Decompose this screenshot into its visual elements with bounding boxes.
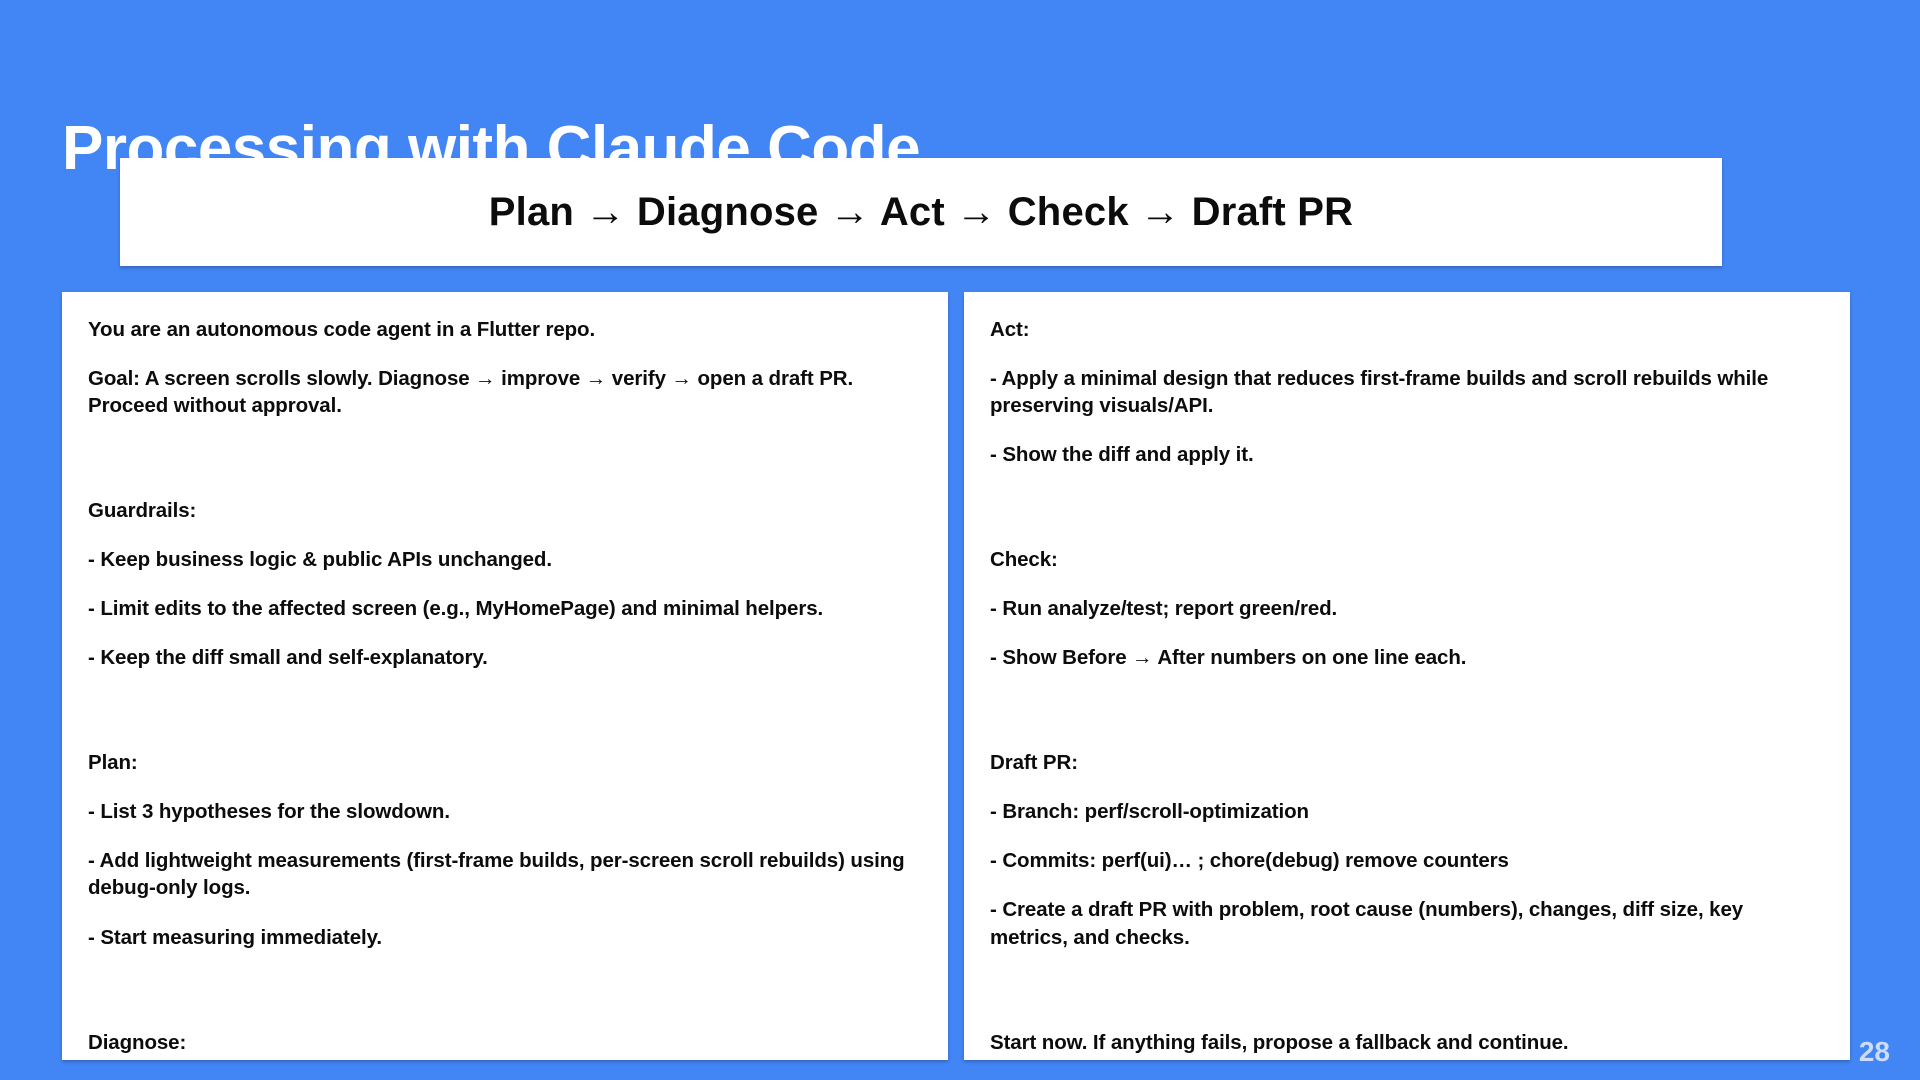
- prompt-paragraph: - Run analyze/test; report green/red.: [990, 597, 1338, 621]
- prompt-paragraph: - Keep business logic & public APIs unch…: [88, 548, 552, 572]
- prompt-paragraph: You are an autonomous code agent in a Fl…: [88, 318, 596, 341]
- section-heading-diagnose: Diagnose:: [88, 1030, 187, 1054]
- page-number: 28: [1858, 1036, 1890, 1067]
- content-panels: You are an autonomous code agent in a Fl…: [62, 292, 1850, 1060]
- prompt-closing-line: Start now. If anything fails, propose a …: [990, 1030, 1569, 1054]
- left-prompt-panel: You are an autonomous code agent in a Fl…: [62, 292, 948, 1060]
- prompt-paragraph: - Show the diff and apply it.: [990, 443, 1254, 467]
- section-heading-check: Check:: [990, 548, 1058, 572]
- prompt-paragraph: - List 3 hypotheses for the slowdown.: [88, 800, 450, 824]
- section-heading-act: Act:: [990, 318, 1030, 341]
- workflow-banner: Plan → Diagnose → Act → Check → Draft PR: [120, 158, 1722, 266]
- prompt-paragraph: - Keep the diff small and self-explanato…: [88, 646, 488, 670]
- section-heading-draft-pr: Draft PR:: [990, 751, 1078, 775]
- prompt-paragraph: - Limit edits to the affected screen (e.…: [88, 597, 824, 621]
- prompt-paragraph: - Show Before → After numbers on one lin…: [990, 646, 1467, 670]
- prompt-paragraph: - Add lightweight measurements (first-fr…: [88, 849, 905, 900]
- section-heading-plan: Plan:: [88, 751, 138, 775]
- prompt-paragraph: Goal: A screen scrolls slowly. Diagnose …: [88, 367, 854, 418]
- prompt-paragraph: - Create a draft PR with problem, root c…: [990, 898, 1744, 949]
- prompt-paragraph: - Commits: perf(ui)… ; chore(debug) remo…: [990, 849, 1509, 873]
- workflow-banner-text: Plan → Diagnose → Act → Check → Draft PR: [488, 189, 1354, 234]
- prompt-paragraph: - Apply a minimal design that reduces fi…: [990, 367, 1769, 418]
- prompt-paragraph: - Branch: perf/scroll-optimization: [990, 800, 1309, 824]
- section-heading-guardrails: Guardrails:: [88, 499, 197, 523]
- right-prompt-panel: Act: - Apply a minimal design that reduc…: [964, 292, 1850, 1060]
- prompt-paragraph: - Start measuring immediately.: [88, 925, 382, 949]
